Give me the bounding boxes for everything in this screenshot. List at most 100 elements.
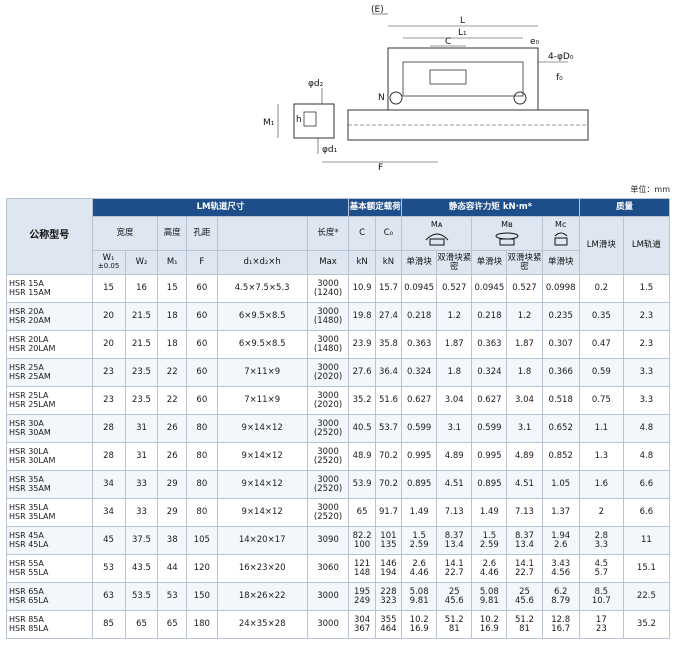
cell-f: 80: [185, 470, 218, 499]
cell-f: 60: [185, 330, 218, 359]
cell-w1: 85: [91, 610, 126, 639]
cell-dims: 14×20×17: [216, 526, 308, 555]
cell-c0: 35.8: [374, 330, 403, 359]
cell-f: 60: [185, 274, 218, 303]
header-row-3: W₁±0.05 W₂ M₁ F d₁×d₂×h Max kN kN 单滑块 双滑…: [7, 250, 670, 275]
cell-f: 105: [185, 526, 218, 555]
group-moment: 静态容许力矩 kN·m*: [401, 198, 580, 217]
cell-kg: 0.59: [578, 358, 624, 387]
s-W2: W₂: [124, 250, 159, 275]
label-F: F: [378, 163, 383, 172]
cell-mb1: 0.627: [471, 386, 508, 415]
block-outline: [387, 47, 539, 111]
s-max: Max: [306, 250, 350, 275]
cell-mb1: 0.0945: [471, 274, 508, 303]
cell-len: 3000(2520): [306, 442, 350, 471]
cell-c0: 91.7: [374, 498, 403, 527]
cell-c0: 70.2: [374, 470, 403, 499]
group-rail: LM轨道尺寸: [91, 198, 350, 217]
cell-mb2: 1.2: [506, 302, 543, 331]
cell-mb1: 0.363: [471, 330, 508, 359]
cell-c: 27.6: [348, 358, 376, 387]
cell-mc: 0.852: [541, 442, 580, 471]
cell-w2: 21.5: [124, 330, 159, 359]
model-header: 公称型号: [6, 198, 93, 275]
h-C0: C₀: [374, 216, 403, 251]
cell-len: 3000(2520): [306, 414, 350, 443]
cell-kg: 2: [578, 498, 624, 527]
cell-w1: 34: [91, 470, 126, 499]
cell-ma2: 0.527: [436, 274, 473, 303]
cell-ma2: 1.87: [436, 330, 473, 359]
cell-w2: 16: [124, 274, 159, 303]
cell-c0: 53.7: [374, 414, 403, 443]
mc-moment-icon: [554, 232, 568, 246]
cell-mc: 0.366: [541, 358, 580, 387]
label-C: C: [445, 37, 451, 47]
cell-len: 3000: [306, 582, 350, 611]
label-N: N: [378, 93, 385, 103]
cell-len: 3000: [306, 610, 350, 639]
cell-mb1: 1.49: [471, 498, 508, 527]
cell-w1: 23: [91, 386, 126, 415]
h-width: 宽度: [91, 216, 159, 251]
cell-m1: 38: [157, 526, 187, 555]
cell-c: 35.2: [348, 386, 376, 415]
h-MC: Mc: [541, 216, 580, 251]
cell-dims: 7×11×9: [216, 386, 308, 415]
cell-kgm: 3.3: [622, 358, 671, 387]
block-inner: [402, 61, 524, 97]
cell-w2: 23.5: [124, 358, 159, 387]
cell-dims: 7×11×9: [216, 358, 308, 387]
cell-m1: 53: [157, 582, 187, 611]
cell-ma1: 0.627: [401, 386, 438, 415]
cell-dims: 9×14×12: [216, 442, 308, 471]
h-lm-rail: LM轨道: [622, 216, 671, 275]
cell-mc: 1.37: [541, 498, 580, 527]
cell-m1: 29: [157, 498, 187, 527]
s-ma-single: 单滑块: [401, 250, 438, 275]
cell-w1: 34: [91, 498, 126, 527]
cell-dims: 6×9.5×8.5: [216, 302, 308, 331]
cell-m1: 18: [157, 330, 187, 359]
header-row-1: 公称型号 LM轨道尺寸 基本额定载荷 静态容许力矩 kN·m* 质量: [6, 198, 671, 275]
h-pitch: 孔距: [185, 216, 218, 251]
s-mc-single: 单滑块: [541, 250, 580, 275]
cell-w2: 23.5: [124, 386, 159, 415]
grease-nipple: [429, 69, 467, 85]
cell-dims: 24×35×28: [216, 610, 308, 639]
cell-kgm: 4.8: [622, 414, 671, 443]
cell-w2: 65: [124, 610, 159, 639]
cell-mc: 0.0998: [541, 274, 580, 303]
cell-w1: 28: [91, 442, 126, 471]
cell-m1: 22: [157, 358, 187, 387]
cell-w1: 20: [91, 302, 126, 331]
cell-kg: 1.6: [578, 470, 624, 499]
label-e0: e₀: [530, 37, 540, 47]
